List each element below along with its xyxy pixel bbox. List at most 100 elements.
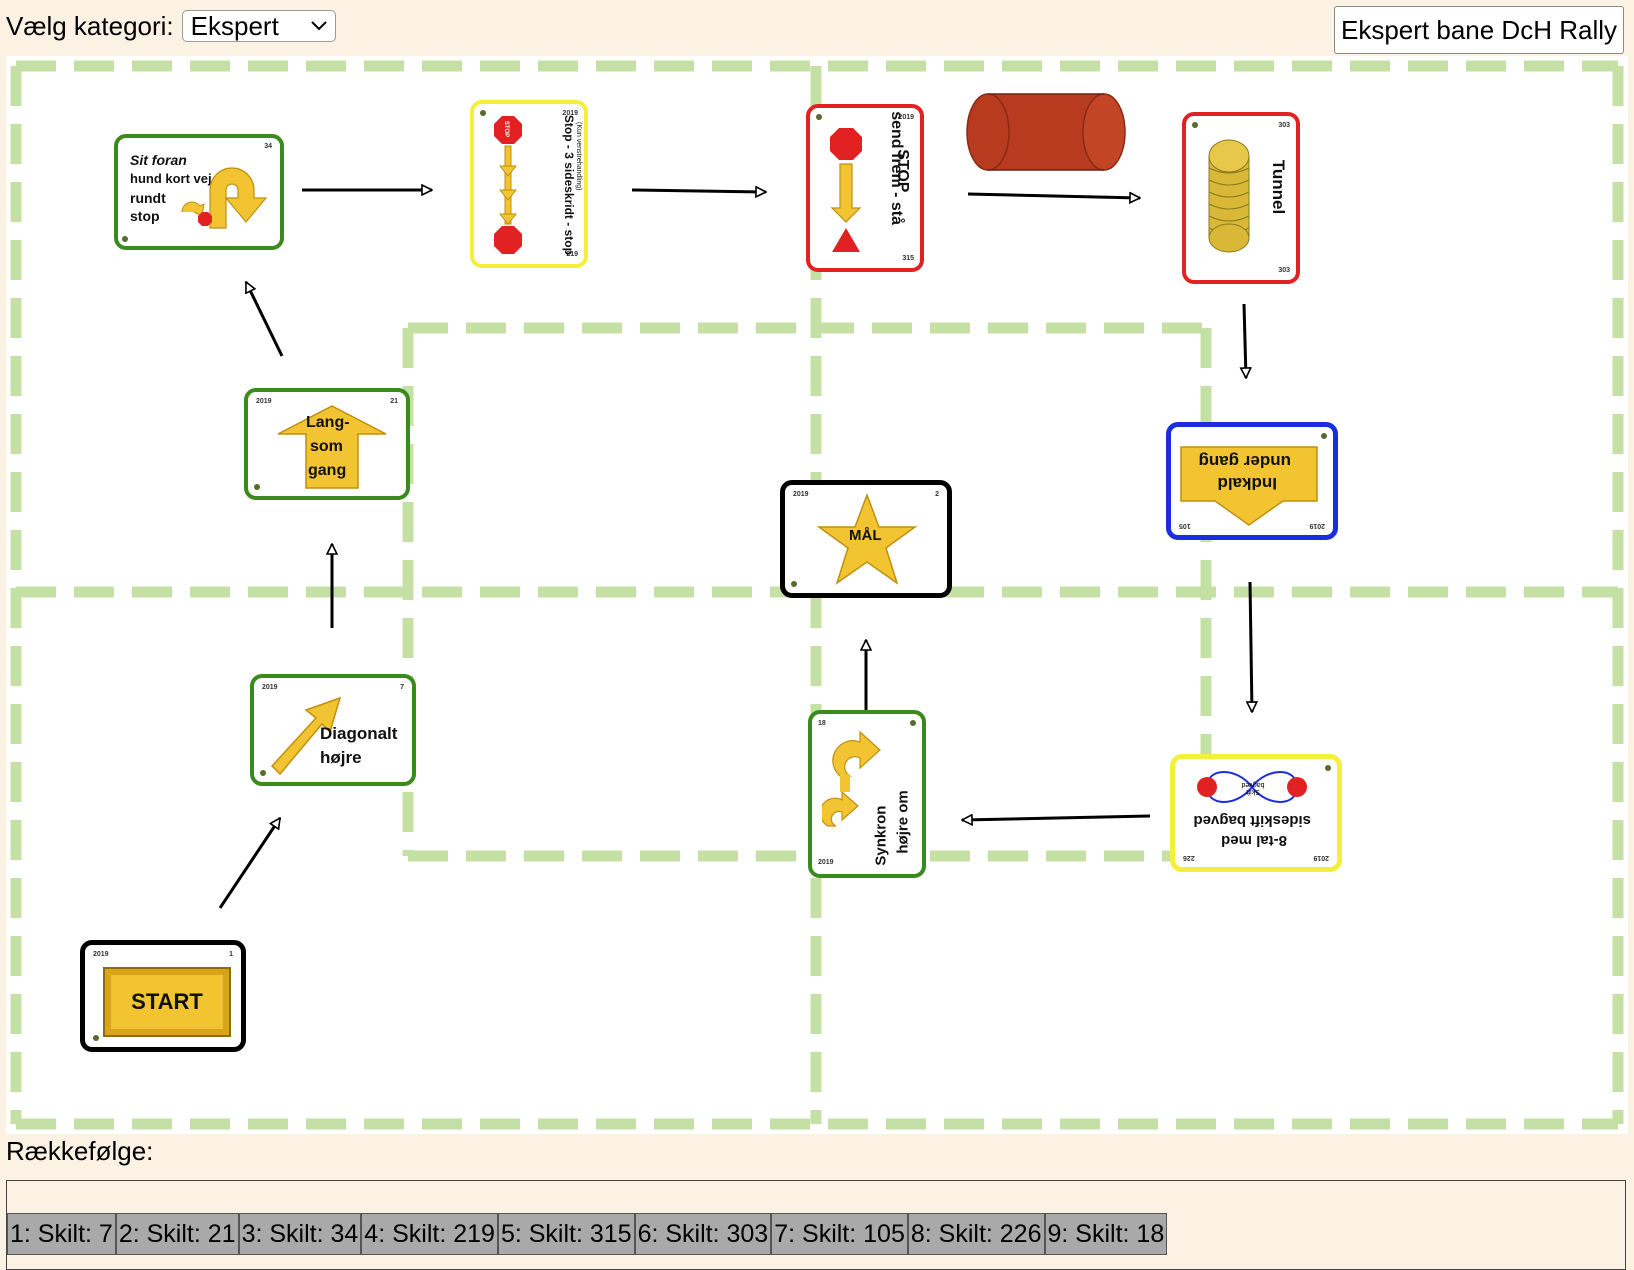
up-arrow-icon — [1180, 446, 1318, 526]
sign-label: højre — [320, 748, 362, 767]
sign-year: 2019 — [818, 859, 834, 866]
order-box: 1: Skilt: 7 2: Skilt: 21 3: Skilt: 34 4:… — [6, 1180, 1626, 1270]
sign-dot — [1192, 122, 1198, 128]
category-label: Vælg kategori: — [6, 10, 174, 41]
sign-langsom[interactable]: 2019 21 Lang- som gang — [244, 388, 410, 500]
sign-tunnel[interactable]: 303 303 Tunnel — [1182, 112, 1300, 284]
sign-label: under gang — [1198, 452, 1291, 471]
sign-synkron[interactable]: 18 2019 Synkron højre om — [808, 710, 926, 878]
sign-year: 2019 — [793, 491, 809, 498]
start-plate: START — [103, 967, 231, 1037]
sign-maal[interactable]: 2019 2 MÅL — [780, 480, 952, 598]
order-item[interactable]: 8: Skilt: 226 — [907, 1213, 1045, 1255]
sign-dot — [93, 1035, 99, 1041]
route-arrows — [218, 190, 1252, 909]
order-heading: Rækkefølge: — [6, 1136, 154, 1166]
sign-year: 2019 — [1313, 854, 1329, 861]
sign-stop-sideskridt[interactable]: 2019 219 STOP Stop - 3 sideskridt - stop… — [470, 100, 588, 268]
cone-icon — [832, 228, 860, 252]
sign-label: som — [310, 438, 343, 455]
tunnel-icon — [1208, 139, 1250, 253]
u-turn-arrow-icon — [181, 167, 268, 229]
sign-label: Sit foran — [130, 152, 187, 168]
order-item[interactable]: 2: Skilt: 21 — [115, 1213, 239, 1255]
order-item[interactable]: 3: Skilt: 34 — [238, 1213, 362, 1255]
sign-label: gang — [308, 462, 347, 479]
sign-start[interactable]: 2019 1 START — [80, 940, 246, 1052]
sign-label: Stop - 3 sideskridt - stop — [561, 114, 576, 255]
category-selector: Vælg kategori: Ekspert — [6, 8, 336, 44]
sign-inner-label: Skift bagved — [1241, 781, 1265, 795]
order-item[interactable]: 5: Skilt: 315 — [497, 1213, 635, 1255]
sign-stop-send-frem[interactable]: 2019 315 STOP send frem - stå — [806, 104, 924, 272]
sign-label: Lang- — [306, 414, 350, 431]
course-title-input[interactable]: Ekspert bane DcH Rally — [1334, 6, 1624, 54]
arrow-icon — [967, 194, 1140, 198]
stop-octagon-icon — [198, 212, 212, 226]
category-select[interactable]: Ekspert — [181, 10, 336, 42]
sign-number: 303 — [1278, 267, 1290, 274]
arrow-icon — [631, 190, 766, 192]
sign-label: højre om — [894, 790, 912, 854]
stop-icon-label: STOP — [503, 120, 510, 138]
course-field[interactable]: 2019 1 START 2019 7 Diagonalt højre 2019… — [6, 56, 1628, 1134]
sign-number: 18 — [818, 720, 826, 727]
sign-dot — [480, 110, 486, 116]
sign-number: 7 — [400, 684, 404, 691]
sign-year: 2019 — [262, 684, 278, 691]
sign-label: Indkald — [1217, 474, 1277, 493]
sign-year: 303 — [1278, 122, 1290, 129]
order-item[interactable]: 6: Skilt: 303 — [634, 1213, 772, 1255]
sign-dot — [254, 484, 260, 490]
sign-label: START — [131, 989, 203, 1015]
tunnel-icon — [966, 93, 1126, 171]
sign-otte-tal[interactable]: 2019 226 8-tal med sideskift bagved Skif… — [1170, 754, 1342, 872]
order-list: 1: Skilt: 7 2: Skilt: 21 3: Skilt: 34 4:… — [7, 1213, 1168, 1255]
arrow-icon — [1250, 581, 1252, 712]
stop-octagon-icon — [494, 116, 522, 144]
sign-label: 8-tal med — [1221, 832, 1287, 849]
sign-number: 21 — [390, 398, 398, 405]
sign-label: Diagonalt — [320, 724, 398, 743]
sign-dot — [1321, 433, 1327, 439]
arrow-icon — [1244, 303, 1246, 378]
sign-number: 2 — [935, 491, 939, 498]
course-title-text: Ekspert bane DcH Rally — [1341, 14, 1617, 45]
sign-number: 219 — [566, 251, 578, 258]
sign-year: 2019 — [562, 110, 578, 117]
sign-number: 34 — [264, 143, 272, 150]
sign-dot — [910, 720, 916, 726]
sign-dot — [816, 114, 822, 120]
diagonal-arrow-icon — [270, 696, 342, 776]
chevron-down-icon — [310, 21, 327, 31]
arrow-icon — [962, 816, 1151, 820]
synkron-arrows-icon — [822, 730, 881, 827]
figure-eight-icon — [1197, 771, 1307, 803]
sign-label: Tunnel — [1268, 159, 1288, 215]
sign-sublabel: (Kun venstrehandling) — [575, 122, 583, 191]
sign-year: 2019 — [256, 398, 272, 405]
sign-dot — [260, 770, 266, 776]
sign-label: MÅL — [849, 527, 882, 544]
order-item[interactable]: 9: Skilt: 18 — [1044, 1213, 1168, 1255]
sign-sit-foran[interactable]: 34 Sit foran hund kort vej rundt stop — [114, 134, 284, 250]
sign-number: 1 — [229, 951, 233, 958]
order-item[interactable]: 7: Skilt: 105 — [771, 1213, 908, 1255]
arrow-icon — [244, 282, 284, 357]
arrow-icon — [218, 818, 282, 909]
stop-octagon-icon — [494, 226, 522, 254]
sign-label: send frem - stå — [888, 111, 906, 226]
sign-dot — [122, 236, 128, 242]
sign-label: rundt — [130, 190, 166, 206]
sign-indkald[interactable]: 2019 105 Indkald under gang — [1166, 422, 1338, 540]
order-item[interactable]: 4: Skilt: 219 — [361, 1213, 498, 1255]
sign-dot — [1325, 765, 1331, 771]
sign-diagonal[interactable]: 2019 7 Diagonalt højre — [250, 674, 416, 786]
stop-send-icon — [830, 128, 862, 252]
sign-number: 315 — [902, 255, 914, 262]
category-select-value: Ekspert — [190, 10, 279, 41]
sign-label: sideskift bagved — [1193, 812, 1311, 829]
order-item[interactable]: 1: Skilt: 7 — [7, 1213, 116, 1255]
sign-number: 226 — [1183, 854, 1195, 861]
sign-year: 2019 — [898, 114, 914, 121]
